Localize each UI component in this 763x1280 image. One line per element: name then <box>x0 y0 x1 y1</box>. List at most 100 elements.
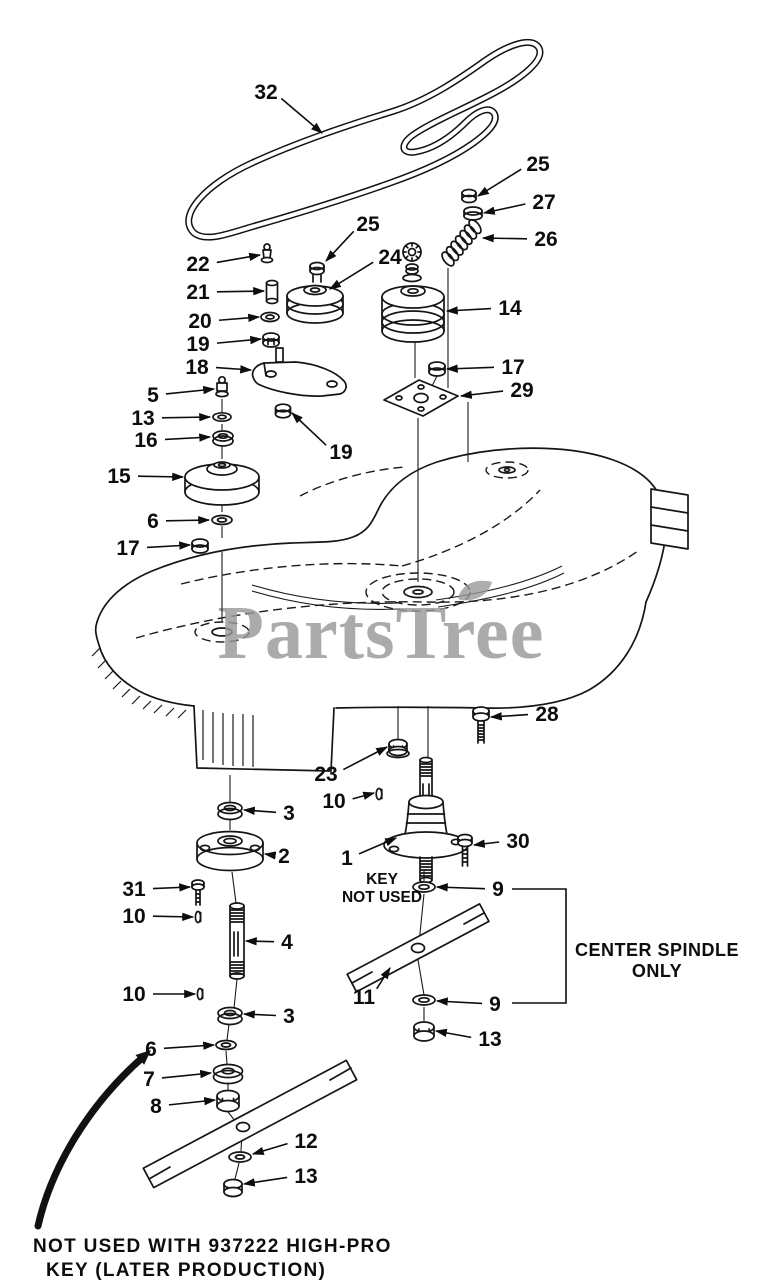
callout-arrow-4 <box>244 937 275 946</box>
callout-arrow-18 <box>215 365 253 374</box>
callout-arrow-9 <box>435 883 486 892</box>
woodruff-key-10-lower <box>196 987 204 1001</box>
washer-9-upper <box>412 881 436 893</box>
watermark-leaf-icon <box>458 580 492 601</box>
drive-belt <box>185 38 544 241</box>
callout-arrow-31 <box>152 883 192 892</box>
idler-bracket-18 <box>251 347 347 419</box>
key-not-used-note-line1: KEY <box>366 871 399 888</box>
spindle-housing-1 <box>383 794 469 884</box>
cup-washer-7 <box>212 1063 244 1085</box>
flange-nut-23 <box>386 738 410 759</box>
callout-arrow-17 <box>146 541 192 550</box>
callout-arrow-2 <box>263 851 277 860</box>
callout-19: 19 <box>186 333 209 356</box>
callout-22: 22 <box>186 253 209 276</box>
note-arrow <box>34 1050 151 1230</box>
nut-25-pulley <box>309 261 325 283</box>
spindle-housing-2 <box>196 830 264 872</box>
bearing-16 <box>212 430 234 447</box>
bearing-3-lower <box>217 1006 243 1026</box>
callout-arrow-3 <box>242 806 277 815</box>
callout-19: 19 <box>329 441 352 464</box>
washer-13 <box>212 411 232 423</box>
partstree-watermark: PartsTree <box>218 591 545 675</box>
callout-arrow-5 <box>165 385 216 395</box>
callout-16: 16 <box>134 429 157 452</box>
callout-arrow-13 <box>242 1176 288 1187</box>
bolt-31 <box>191 879 205 906</box>
callout-arrow-8 <box>168 1096 217 1106</box>
double-pulley-14 <box>381 242 445 343</box>
callout-arrow-7 <box>161 1069 213 1079</box>
callout-arrow-29 <box>459 390 504 399</box>
callout-23: 23 <box>314 763 337 786</box>
mount-plate-29 <box>383 379 459 417</box>
callouts-layer: 3225272622252421201918141729513161519617… <box>107 81 559 1188</box>
washer-12 <box>228 1151 252 1163</box>
callout-3: 3 <box>283 1005 295 1028</box>
callout-arrow-6 <box>165 516 211 525</box>
callout-10: 10 <box>122 905 145 928</box>
hex-nut-8 <box>216 1089 240 1113</box>
callout-8: 8 <box>150 1095 162 1118</box>
callout-arrow-26 <box>481 234 528 243</box>
callout-4: 4 <box>281 931 293 954</box>
nut-19-lower <box>274 403 292 419</box>
callout-arrow-10 <box>352 791 376 800</box>
nut-17-and-plate-29 <box>383 361 459 417</box>
nut-13-center <box>413 1021 435 1042</box>
callout-arrow-19 <box>291 412 327 446</box>
washer-9-lower <box>412 994 436 1006</box>
woodruff-key-10-center <box>375 787 383 801</box>
nut-25 <box>461 188 477 204</box>
callout-arrow-9 <box>435 997 483 1006</box>
deck-edge-hatching <box>91 647 254 767</box>
callout-arrow-6 <box>163 1041 216 1050</box>
callout-arrow-24 <box>328 261 374 290</box>
spring-26 <box>441 218 482 267</box>
callout-31: 31 <box>122 878 146 901</box>
spring-hardware-group <box>441 188 483 267</box>
callout-arrow-23 <box>343 746 389 771</box>
washer-20 <box>260 311 280 323</box>
callout-arrow-3 <box>242 1010 277 1019</box>
washer-6-lower <box>215 1039 237 1051</box>
callout-9: 9 <box>489 993 501 1016</box>
splined-coupler <box>402 242 422 283</box>
callout-15: 15 <box>107 465 131 488</box>
bottom-note-line1: NOT USED WITH 937222 HIGH-PRO <box>33 1236 392 1257</box>
flange-nut-27 <box>463 206 483 221</box>
bearing-3-upper <box>217 801 243 821</box>
bottom-note-line2: KEY (LATER PRODUCTION) <box>46 1260 326 1280</box>
callout-13: 13 <box>131 407 154 430</box>
callout-arrow-1 <box>358 837 398 855</box>
callout-arrow-30 <box>472 839 500 848</box>
callout-29: 29 <box>510 379 533 402</box>
callout-20: 20 <box>188 310 211 333</box>
idler-small-parts <box>212 243 280 447</box>
spindle-shaft-top <box>419 756 433 801</box>
callout-2: 2 <box>278 845 290 868</box>
callout-7: 7 <box>143 1068 155 1091</box>
callout-6: 6 <box>145 1038 157 1061</box>
callout-9: 9 <box>492 878 504 901</box>
callout-arrow-14 <box>445 306 492 315</box>
callout-13: 13 <box>294 1165 317 1188</box>
callout-arrow-25 <box>476 168 522 197</box>
callout-17: 17 <box>501 356 524 379</box>
callout-24: 24 <box>378 246 402 269</box>
nut-13-bottom <box>223 1178 243 1198</box>
deck-side-bracket <box>650 488 689 550</box>
flat-idler-pulley-24 <box>286 261 344 324</box>
callout-arrow-15 <box>137 472 185 482</box>
callout-1: 1 <box>341 847 353 870</box>
flange-nut-17-lower <box>191 538 209 554</box>
callout-arrow-16 <box>164 433 212 442</box>
bolt-30 <box>457 833 473 867</box>
callout-arrow-13 <box>161 412 212 422</box>
callout-25: 25 <box>526 153 550 176</box>
callout-30: 30 <box>506 830 529 853</box>
callout-arrow-32 <box>280 97 323 134</box>
